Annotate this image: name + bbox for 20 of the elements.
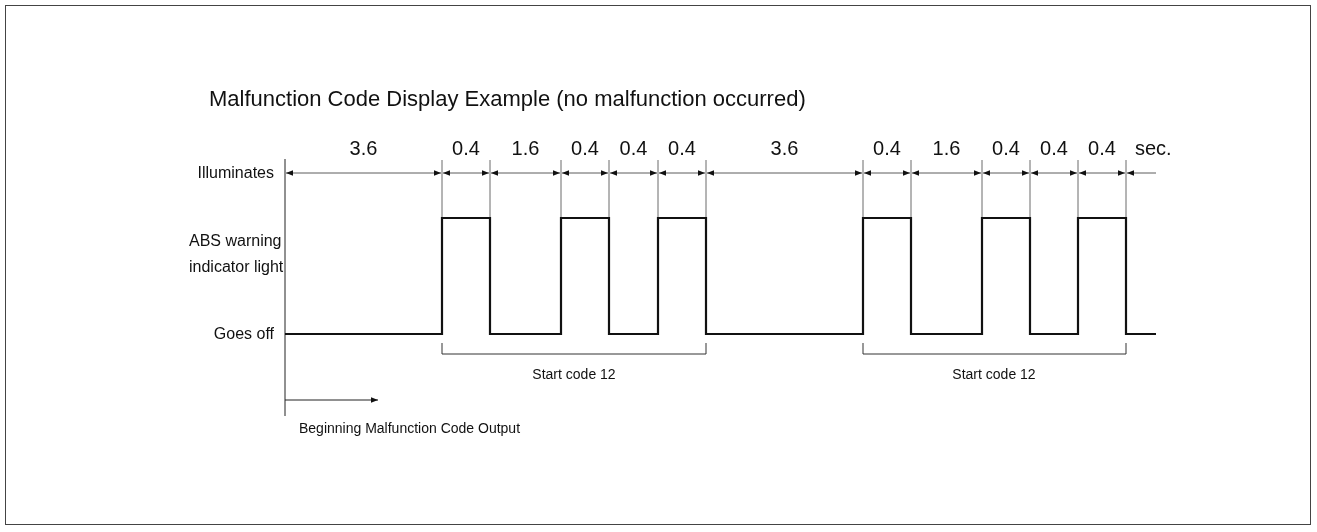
state-label: Goes off bbox=[213, 325, 274, 344]
state-label: Illuminates bbox=[197, 164, 274, 183]
dimension-value: 1.6 bbox=[511, 137, 540, 160]
dimension-value: 1.6 bbox=[932, 137, 961, 160]
dimension-value: 3.6 bbox=[349, 137, 378, 160]
bracket-label: Start code 12 bbox=[532, 366, 616, 383]
dimension-value: 0.4 bbox=[992, 137, 1020, 160]
unit-label: sec. bbox=[1135, 137, 1172, 160]
dimension-value: 0.4 bbox=[668, 137, 696, 160]
dimension-value: 0.4 bbox=[571, 137, 599, 160]
dimension-value: 3.6 bbox=[770, 137, 799, 160]
dimension-value: 0.4 bbox=[452, 137, 480, 160]
bracket-label: Start code 12 bbox=[952, 366, 1036, 383]
dimension-value: 0.4 bbox=[873, 137, 901, 160]
dimension-value: 0.4 bbox=[1040, 137, 1068, 160]
diagram-title: Malfunction Code Display Example (no malfunction occurred) bbox=[209, 86, 806, 112]
signal-name: ABS warning indicator light bbox=[189, 231, 284, 277]
dimension-value: 0.4 bbox=[619, 137, 648, 160]
arrow-caption: Beginning Malfunction Code Output bbox=[299, 420, 521, 437]
dimension-value: 0.4 bbox=[1088, 137, 1116, 160]
